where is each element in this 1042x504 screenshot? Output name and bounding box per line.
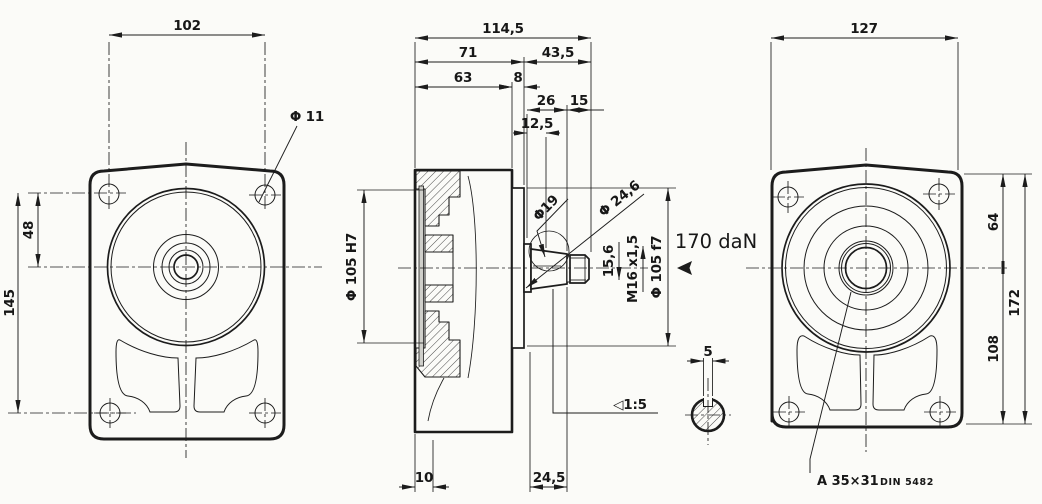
dim-108: 108 bbox=[986, 261, 1006, 424]
rear-pocket-right bbox=[872, 335, 938, 411]
dim-phi19-text: Φ19 bbox=[530, 192, 562, 224]
axial-force: 170 daN bbox=[675, 230, 757, 275]
dim-63: 63 bbox=[415, 70, 512, 90]
dim-key-text: 5 bbox=[703, 344, 712, 360]
dim-8: 8 bbox=[498, 70, 540, 90]
dim-71: 71 bbox=[415, 45, 524, 65]
flange-section-seat-lower bbox=[424, 284, 454, 303]
dim-114-5: 114,5 bbox=[415, 21, 591, 41]
shaft-thread-end bbox=[569, 254, 590, 284]
dim-15-6: 15,6 bbox=[601, 242, 622, 280]
dim-12-5: 12,5 bbox=[513, 116, 560, 136]
dim-102: 102 bbox=[109, 18, 265, 38]
dim-15-text: 15 bbox=[570, 93, 588, 109]
dim-43-5-text: 43,5 bbox=[542, 45, 575, 61]
dim-bore-text: Φ 105 H7 bbox=[344, 233, 360, 301]
dim-172-text: 172 bbox=[1007, 289, 1023, 317]
front-corner-holes bbox=[94, 183, 281, 428]
dim-thread-text: M16 x1,5 bbox=[625, 235, 641, 303]
dim-24-5-text: 24,5 bbox=[533, 470, 566, 486]
front-pocket-right bbox=[193, 339, 259, 413]
rear-corner-holes bbox=[772, 178, 956, 428]
section-view: 114,5 71 43,5 63 8 26 15 bbox=[344, 21, 757, 492]
dim-102-text: 102 bbox=[173, 18, 201, 34]
dim-key-5: 5 bbox=[687, 344, 729, 396]
dim-15: 15 bbox=[567, 93, 604, 113]
rear-plate-outline bbox=[770, 163, 964, 429]
section-extension-lines bbox=[357, 42, 676, 492]
dim-145: 145 bbox=[2, 193, 21, 413]
dim-hole-callout: Φ 11 bbox=[258, 109, 324, 203]
dim-108-text: 108 bbox=[986, 335, 1002, 363]
flange-section-seat-upper bbox=[424, 234, 454, 253]
spline-standard-text: DIN 5482 bbox=[880, 477, 934, 488]
keyway-cutter-circle bbox=[528, 230, 570, 272]
dim-15-6-text: 15,6 bbox=[601, 245, 617, 278]
gasket-strip bbox=[418, 185, 424, 367]
dim-10-text: 10 bbox=[415, 470, 433, 486]
force-label: 170 daN bbox=[675, 230, 757, 253]
shaft-taper-cone bbox=[530, 248, 568, 290]
taper-callout: ◁1:5 bbox=[552, 289, 658, 414]
dim-127: 127 bbox=[771, 21, 958, 41]
front-plate-outline bbox=[88, 162, 286, 441]
dim-127-text: 127 bbox=[850, 21, 878, 37]
spline-text: A 35×31 bbox=[817, 474, 879, 489]
dim-thread-m16: M16 x1,5 bbox=[625, 235, 646, 303]
dim-63-text: 63 bbox=[454, 70, 472, 86]
dim-10: 10 bbox=[399, 470, 449, 490]
dim-8-text: 8 bbox=[513, 70, 522, 86]
spline-callout: A 35×31 DIN 5482 bbox=[809, 291, 934, 489]
dim-26-text: 26 bbox=[537, 93, 555, 109]
force-arrow-icon bbox=[677, 261, 692, 275]
dim-48: 48 bbox=[21, 193, 41, 267]
front-pocket-left bbox=[115, 339, 181, 413]
dim-hole-text: Φ 11 bbox=[290, 109, 324, 125]
front-view: 102 Φ 11 48 145 bbox=[2, 18, 324, 458]
dim-64-text: 64 bbox=[986, 213, 1002, 231]
rear-view: 127 64 108 172 A 35×31 DIN 5482 bbox=[746, 21, 1032, 489]
dim-43-5: 43,5 bbox=[524, 45, 591, 65]
dim-12-5-text: 12,5 bbox=[521, 116, 554, 132]
rear-extension-lines bbox=[770, 42, 1032, 425]
casting-bottom-curve bbox=[427, 377, 445, 422]
casting-wall-curve bbox=[467, 175, 477, 379]
taper-text: ◁1:5 bbox=[612, 397, 647, 413]
dim-pilot-105f7: Φ 105 f7 bbox=[649, 188, 671, 346]
key-cross-section: 5 bbox=[685, 344, 731, 445]
dim-114-5-text: 114,5 bbox=[482, 21, 524, 37]
dim-24-5: 24,5 bbox=[530, 470, 567, 490]
dim-71-text: 71 bbox=[459, 45, 477, 61]
dim-pilot-text: Φ 105 f7 bbox=[649, 236, 665, 299]
dim-bore-105H7: Φ 105 H7 bbox=[344, 190, 367, 343]
dim-145-text: 145 bbox=[2, 289, 18, 317]
dim-64: 64 bbox=[986, 174, 1006, 267]
dim-48-text: 48 bbox=[21, 221, 37, 239]
dim-172: 172 bbox=[1007, 174, 1028, 424]
dim-26: 26 bbox=[527, 93, 567, 113]
dim-phi19: Φ19 bbox=[530, 192, 569, 258]
